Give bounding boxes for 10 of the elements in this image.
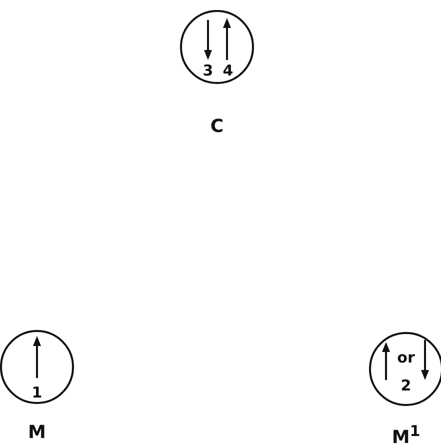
node-label: 2 — [400, 378, 412, 394]
node-label: 4 — [222, 64, 234, 78]
circle-node — [0, 329, 75, 405]
node-label: 3 — [202, 64, 214, 78]
circle-node — [179, 9, 255, 85]
node-caption: M$^{1}$ — [392, 424, 420, 444]
node-caption: M — [28, 424, 46, 442]
node-label: or — [397, 350, 415, 366]
node-label: 1 — [32, 386, 42, 400]
node-caption: C — [210, 118, 224, 136]
